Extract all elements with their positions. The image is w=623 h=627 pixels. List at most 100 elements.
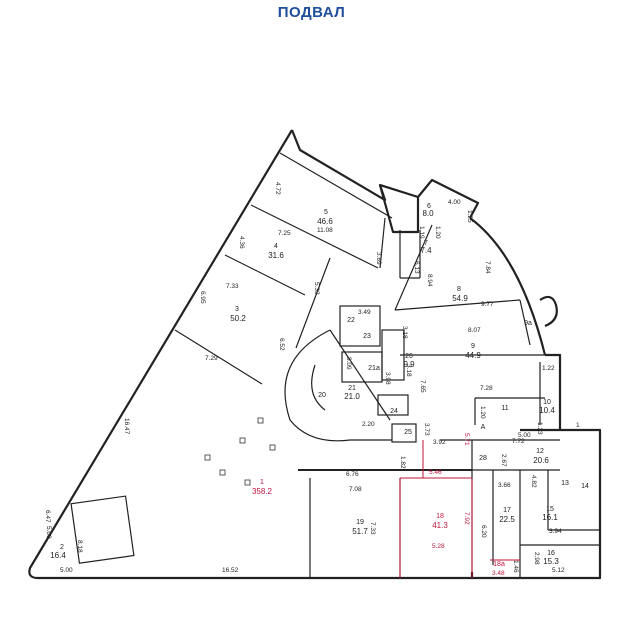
dimension-label: 5.00 [60, 567, 73, 574]
dimension-label: 5.33 [313, 282, 320, 295]
dimension-label: 3.48 [492, 570, 505, 577]
dimension-label: 7.72 [512, 438, 525, 445]
dimension-label: 2.20 [362, 421, 375, 428]
room-22-no: 22 [347, 317, 355, 324]
dimension-label: 4.00 [448, 199, 461, 206]
room-24-no: 24 [390, 408, 398, 415]
dimension-label: 4.36 [238, 236, 245, 249]
room-2-area: 16.4 [50, 551, 66, 560]
dimension-label: 5.00 [518, 432, 531, 439]
dimension-label: 6.20 [480, 525, 487, 538]
room-2-no: 2 [60, 544, 64, 551]
room-21-area: 21.0 [344, 392, 360, 401]
dimension-label: 8.94 [426, 274, 433, 287]
room-15-no: 15 [546, 506, 554, 513]
room-23-no: 23 [363, 333, 371, 340]
room-17-no: 17 [503, 507, 511, 514]
dimension-label: 5.71 [463, 433, 470, 446]
columns [204, 417, 276, 486]
room-12-no: 12 [536, 448, 544, 455]
page-title: ПОДВАЛ [277, 4, 346, 21]
room-7-no: 7 [424, 240, 428, 247]
dimension-label: 7.84 [484, 261, 491, 274]
dimension-label: 1.46 [512, 560, 519, 573]
dimension-label: 3.98 [384, 372, 391, 385]
dimension-label: 16.52 [222, 567, 239, 574]
dimension-label: 7.33 [369, 522, 376, 535]
dimension-label: 6.76 [346, 471, 359, 478]
room-18a-no: 18а [493, 561, 505, 568]
room-4-area: 31.6 [268, 251, 284, 260]
dimension-label: 1 [576, 422, 580, 429]
dimension-label: 6.95 [199, 291, 206, 304]
room-7-area: 7.4 [420, 246, 432, 255]
room-12-area: 20.6 [533, 456, 549, 465]
dimension-label: 7.28 [480, 385, 493, 392]
dimension-label: 9.77 [481, 301, 494, 308]
room-25-no: 25 [404, 429, 412, 436]
room-8-area: 54.9 [452, 294, 468, 303]
dimension-label: 7.33 [226, 283, 239, 290]
room-28-no: 28 [479, 455, 487, 462]
dimension-label: 7.92 [463, 512, 470, 525]
dimension-label: 1.19 [418, 226, 425, 239]
room-6-area: 8.0 [422, 209, 434, 218]
dimension-label: 3.18 [405, 364, 412, 377]
dimension-label: 1.20 [479, 406, 486, 419]
highlight-lines [399, 440, 520, 578]
room-6-no: 6 [427, 203, 431, 210]
dimension-label: 5.46 [429, 469, 442, 476]
dimension-label: 6.52 [278, 338, 285, 351]
room-17-area: 22.5 [499, 515, 515, 524]
room-1-no: 1 [260, 479, 264, 486]
room-11-no: 11 [501, 405, 508, 412]
dimension-label: 5.00 [45, 526, 52, 539]
room-19-no: 19 [356, 519, 364, 526]
dimension-label: 3.94 [549, 528, 562, 535]
dimension-label: 7.65 [419, 380, 426, 393]
room-18-area: 41.3 [432, 521, 448, 530]
room-A-no: A [481, 424, 486, 431]
room-9-area: 44.9 [465, 351, 481, 360]
room-16-no: 16 [547, 550, 555, 557]
dimension-label: 3.49 [358, 309, 371, 316]
dimension-label: 7.25 [278, 230, 291, 237]
room-15-area: 16.1 [542, 513, 558, 522]
dimension-label: 3.18 [401, 326, 408, 339]
dimension-label: 11.08 [317, 227, 333, 234]
dimension-label: 1.22 [542, 365, 555, 372]
dimension-label: 16.47 [123, 418, 130, 435]
dimension-label: 6.13 [413, 261, 420, 274]
dimension-label: 3.66 [498, 482, 511, 489]
dimension-label: 3.69 [375, 252, 382, 265]
room-8-no: 8 [457, 286, 461, 293]
room-20-no: 20 [318, 392, 326, 399]
dimension-label: 8.09 [345, 357, 352, 370]
room-5-no: 5 [324, 209, 328, 216]
room-9a-no: 9а [524, 320, 532, 327]
dimension-label: 2.67 [500, 454, 507, 467]
room-4-no: 4 [274, 243, 278, 250]
room-13-no: 13 [561, 480, 569, 487]
dimension-label: 2.98 [533, 552, 540, 565]
room-1-area: 358.2 [252, 487, 273, 496]
dimension-label: 4.82 [530, 475, 537, 488]
room-10-no: 10 [543, 399, 551, 406]
dimension-label: 8.18 [76, 540, 83, 553]
room-9-no: 9 [471, 343, 475, 350]
room-26-no: 26 [405, 353, 413, 360]
dimension-label: 3.73 [423, 423, 430, 436]
room-labels: 1 358.2 2 16.4 3 50.2 4 31.6 5 46.6 6 8.… [50, 203, 589, 568]
dimension-label: 3.92 [433, 439, 446, 446]
dimension-label: 1.25 [466, 210, 473, 223]
dimension-label: 8.07 [468, 327, 481, 334]
room-10-area: 10.4 [539, 406, 555, 415]
dimension-label: 5.12 [552, 567, 565, 574]
room-19-area: 51.7 [352, 527, 368, 536]
dimension-label: 7.29 [205, 355, 218, 362]
dimension-label: 4.72 [274, 182, 281, 195]
room-3-area: 50.2 [230, 314, 246, 323]
dimension-label: 1.20 [434, 226, 441, 239]
room-26-area: 9.9 [403, 360, 415, 369]
